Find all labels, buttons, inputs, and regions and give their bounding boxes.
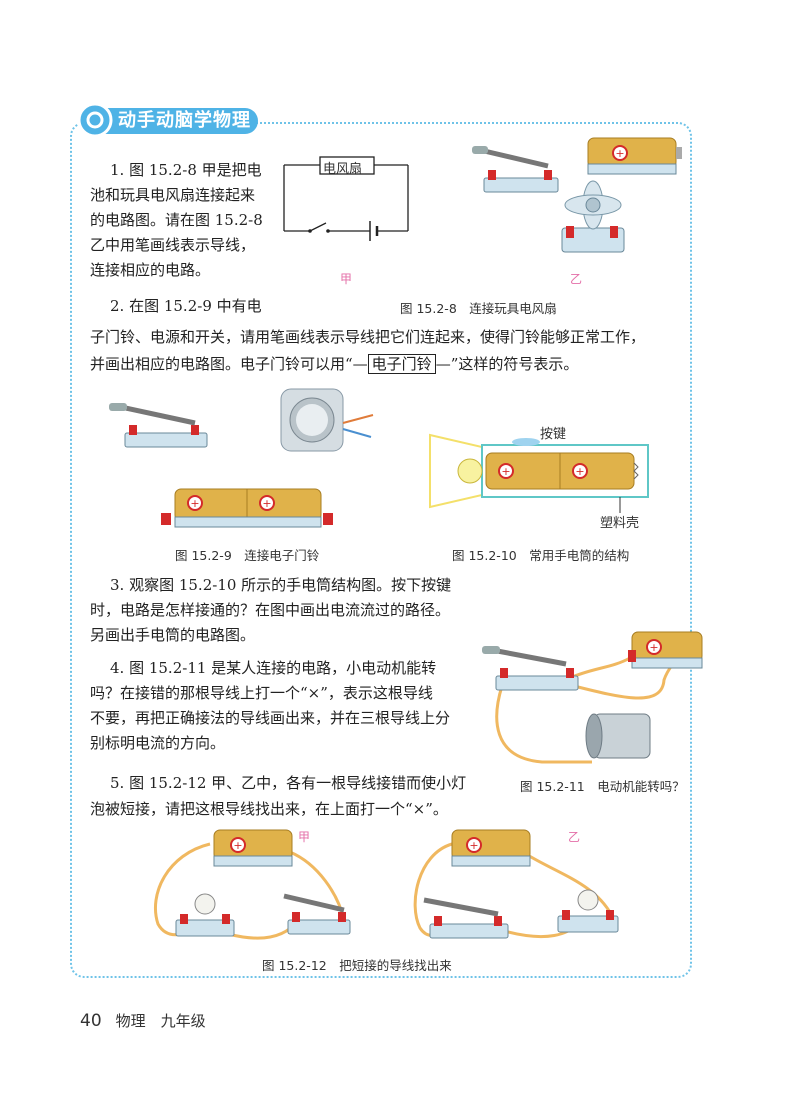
- flashlight-shell-label: 塑料壳: [600, 516, 640, 531]
- short-circuit-illustration-jia: +: [153, 829, 351, 940]
- fan-icon: [561, 180, 625, 253]
- q4-line-3: 不要，再把正确接法的导线画出来，并在三根导线上分: [90, 709, 451, 727]
- book-title: 物理 九年级: [115, 1012, 206, 1030]
- svg-text:+: +: [501, 465, 510, 478]
- svg-text:+: +: [649, 641, 658, 654]
- figure-label-yi-2: 乙: [568, 830, 581, 844]
- bulb-icon: [557, 889, 619, 933]
- q2-line-1: 2. 在图 15.2-9 中有电: [110, 297, 262, 315]
- battery-icon: +: [628, 631, 703, 669]
- page-footer: 40 物理 九年级: [80, 1010, 206, 1031]
- figure-label-jia: 甲: [340, 272, 353, 286]
- section-title: 动手动脑学物理: [118, 110, 251, 131]
- page-number: 40: [80, 1011, 102, 1031]
- section-header-badge: [77, 102, 258, 138]
- battery-icon: +: [213, 829, 293, 867]
- fan-circuit-diagram: [283, 156, 409, 241]
- figure-15-2-12-caption: 图 15.2-12 把短接的导线找出来: [262, 958, 452, 973]
- doorbell-components-illustration: + +: [109, 388, 374, 528]
- q4-line-4: 别标明电流的方向。: [90, 734, 226, 752]
- figure-15-2-11-caption: 图 15.2-11 电动机能转吗？: [520, 779, 685, 794]
- figure-15-2-8-caption: 图 15.2-8 连接玩具电风扇: [400, 301, 557, 316]
- battery-pack-icon: + +: [161, 488, 333, 528]
- q2-line-2: 子门铃、电源和开关，请用笔画线表示导线把它们连起来，使得门铃能够正常工作，: [90, 328, 646, 346]
- svg-text:+: +: [575, 465, 584, 478]
- q4-line-1: 4. 图 15.2-11 是某人连接的电路，小电动机能转: [110, 659, 437, 677]
- switch-icon: [283, 893, 351, 935]
- q1-line-4: 乙中用笔画线表示导线，: [90, 236, 256, 254]
- figure-15-2-10-caption: 图 15.2-10 常用手电筒的结构: [452, 548, 630, 563]
- q3-line-1: 3. 观察图 15.2-10 所示的手电筒结构图。按下按键: [110, 576, 452, 594]
- battery-icon: +: [451, 829, 531, 867]
- q3-line-3: 另画出手电筒的电路图。: [90, 626, 256, 644]
- motor-icon: [585, 713, 651, 759]
- q1-line-2: 池和玩具电风扇连接起来: [90, 186, 256, 204]
- fan-components-illustration: +: [472, 137, 682, 253]
- switch-icon: [482, 646, 579, 691]
- svg-text:+: +: [615, 147, 624, 160]
- fan-label: 电风扇: [323, 162, 363, 177]
- battery-icon: +: [587, 137, 682, 175]
- doorbell-symbol: 电子门铃: [367, 354, 436, 374]
- bulb-icon: [175, 893, 235, 937]
- switch-icon: [472, 146, 559, 193]
- q5-line-2: 泡被短接，请把这根导线找出来，在上面打一个“×”。: [90, 800, 448, 818]
- q5-line-1: 5. 图 15.2-12 甲、乙中，各有一根导线接错而使小灯: [110, 774, 467, 792]
- q1-line-3: 的电路图。请在图 15.2-8: [90, 211, 263, 229]
- switch-icon: [109, 403, 208, 448]
- q2-line-3: 并画出相应的电路图。电子门铃可以用“—电子门铃—”这样的符号表示。: [90, 354, 579, 374]
- svg-text:+: +: [190, 497, 199, 510]
- q3-line-2: 时，电路是怎样接通的？在图中画出电流流过的路径。: [90, 601, 451, 619]
- short-circuit-illustration-yi: +: [413, 829, 619, 939]
- q4-line-2: 吗？在接错的那根导线上打一个“×”，表示这根导线: [90, 684, 433, 702]
- button-icon: [512, 438, 540, 446]
- figure-15-2-9-caption: 图 15.2-9 连接电子门铃: [175, 548, 320, 563]
- flashlight-button-label: 按键: [540, 427, 567, 442]
- figure-label-yi: 乙: [570, 272, 583, 286]
- svg-text:+: +: [262, 497, 271, 510]
- activity-box-frame: [70, 122, 692, 978]
- svg-text:+: +: [469, 839, 478, 852]
- doorbell-icon: [280, 388, 374, 452]
- target-icon: [86, 111, 104, 129]
- svg-text:+: +: [233, 839, 242, 852]
- q1-line-1: 1. 图 15.2-8 甲是把电: [110, 161, 262, 179]
- switch-icon: [423, 897, 509, 939]
- motor-circuit-illustration: +: [482, 631, 703, 764]
- flashlight-structure-diagram: + +: [429, 433, 649, 513]
- q1-line-5: 连接相应的电路。: [90, 261, 211, 279]
- figure-label-jia-2: 甲: [298, 830, 311, 844]
